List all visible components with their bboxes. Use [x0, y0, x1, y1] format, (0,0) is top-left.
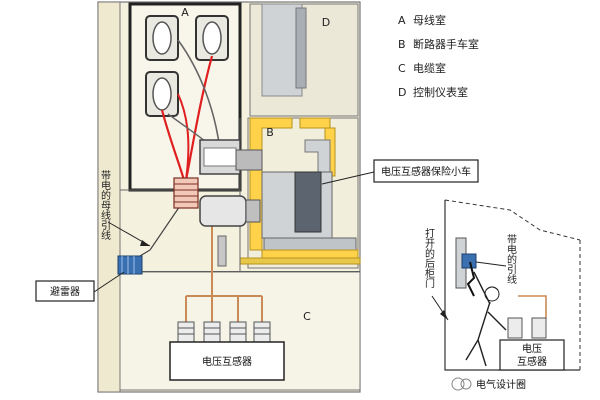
insulator-2 [203, 321, 221, 343]
compartment-d-label: D [322, 16, 330, 29]
pt-small-label-line2: 互感器 [517, 355, 547, 368]
live-bus-lead-label-group: 带电的母线引线 [99, 170, 151, 247]
legend-letter-c: C [398, 62, 406, 75]
live-lead-label: 带电的引线 [505, 234, 517, 284]
legend-letter-a: A [398, 14, 406, 27]
legend-text-b: 断路器手车室 [413, 37, 479, 51]
pt-fuse-cart-label: 电压互感器保险小车 [381, 165, 471, 178]
pt-small-label-line1: 电压 [522, 342, 542, 355]
wiring [119, 39, 263, 322]
rear-door-scene: 电压 互感器 打开的后柜门 带电的引线 [423, 199, 581, 371]
pt-fuse-cart-callout: 电压互感器保险小车 [321, 159, 479, 185]
insulator-3 [229, 321, 247, 343]
busbar-mid-left [145, 71, 179, 117]
legend: A 母线室 B 断路器手车室 C 电缆室 D 控制仪表室 [398, 13, 479, 99]
busbar-top-right [195, 15, 229, 61]
pt-main-label: 电压互感器 [202, 355, 252, 368]
insulator-4 [253, 321, 271, 343]
legend-text-a: 母线室 [413, 13, 446, 27]
compartment-c-label: C [303, 310, 311, 323]
legend-letter-d: D [398, 86, 406, 99]
compartment-a-label: A [181, 6, 189, 19]
arrester-callout: 避雷器 [35, 271, 125, 302]
busbar-top-left [145, 15, 179, 61]
small-pt: 电压 互感器 [499, 295, 565, 371]
live-bus-lead-label: 带电的母线引线 [99, 170, 111, 240]
compartment-b-label: B [266, 126, 274, 139]
contacts [199, 139, 263, 267]
surge-arrester [117, 255, 143, 275]
legend-letter-b: B [398, 38, 406, 51]
worker-figure [465, 271, 507, 367]
legend-text-c: 电缆室 [413, 61, 446, 75]
current-transformer [173, 177, 199, 209]
insulator-1 [177, 321, 195, 343]
pt-main-box: 电压互感器 [169, 341, 285, 381]
watermark-text: 电气设计圈 [476, 378, 526, 391]
watermark: 电气设计圈 [451, 377, 526, 391]
legend-text-d: 控制仪表室 [413, 85, 468, 99]
arrester-label: 避雷器 [50, 285, 80, 298]
open-rear-door-label: 打开的后柜门 [423, 227, 435, 289]
